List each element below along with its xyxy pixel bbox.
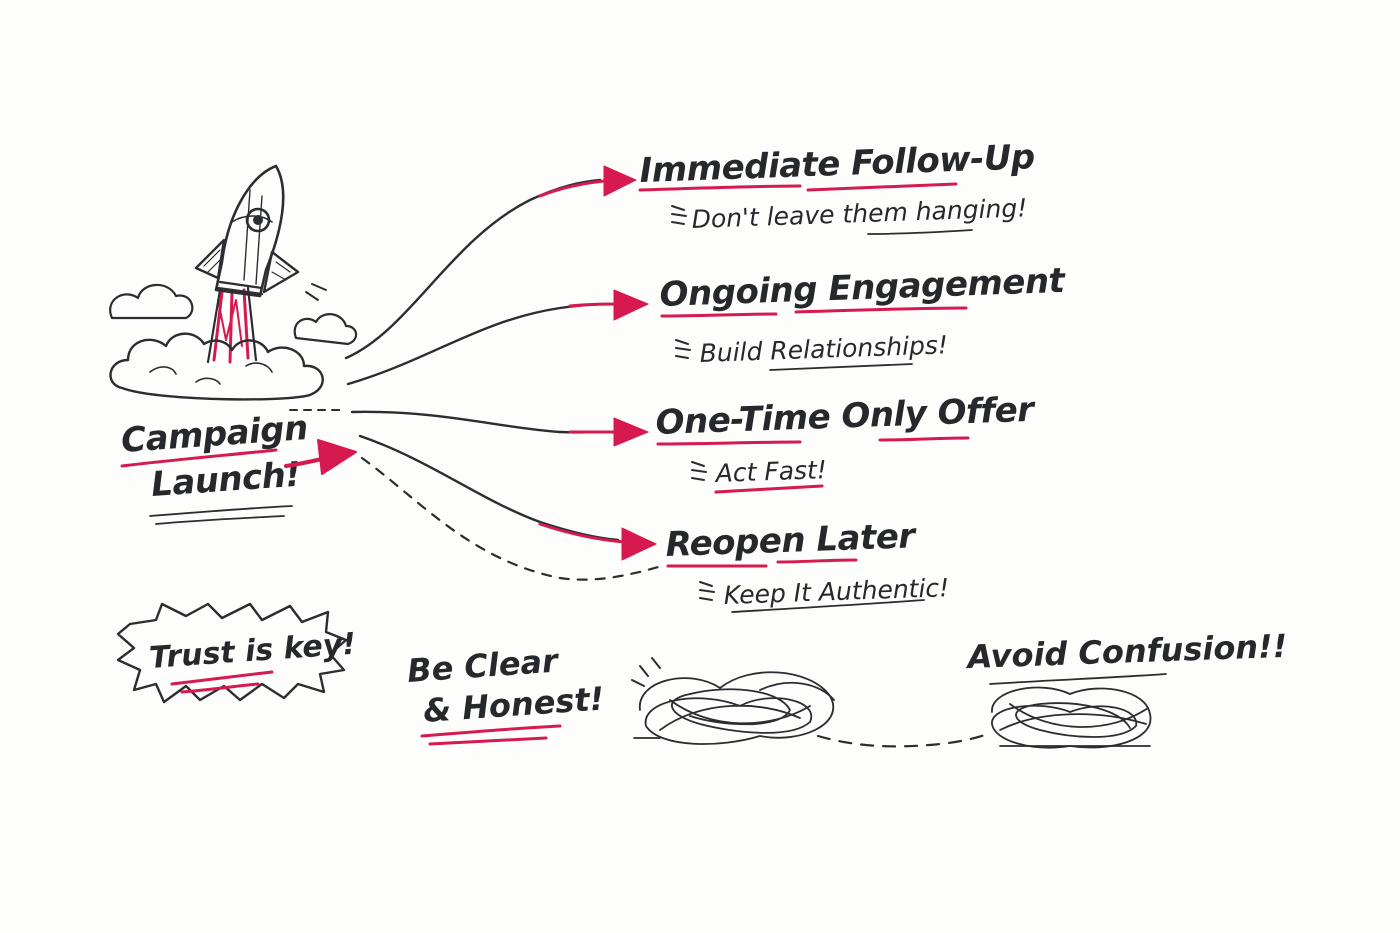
branch-subtitle: Keep It Authentic! <box>723 573 949 610</box>
rocket-launch-group <box>109 164 358 401</box>
cloud-icon <box>109 283 194 320</box>
cloud-icon <box>293 313 358 346</box>
clear-line1: Be Clear <box>406 641 561 690</box>
flame-icon <box>206 286 258 364</box>
branch-reopen-later: Reopen Later Keep It Authentic! <box>665 516 950 613</box>
launch-arrow-head <box>317 439 357 475</box>
branch-title: Immediate Follow-Up <box>639 137 1036 191</box>
branch-subtitle: Act Fast! <box>713 455 827 488</box>
smoke-cloud-icon <box>109 332 324 401</box>
branch-subtitle: Don't leave them hanging! <box>691 193 1027 234</box>
branch-immediate-follow-up: Immediate Follow-Up Don't leave them han… <box>638 137 1036 235</box>
arrow-head <box>621 527 657 561</box>
branch-subtitle: Build Relationships! <box>699 330 948 368</box>
starburst-icon <box>116 602 348 704</box>
branch-title: Ongoing Engagement <box>659 261 1067 315</box>
scribble-icon <box>631 657 835 745</box>
clear-honest-note: Be Clear & Honest! <box>406 641 605 746</box>
arrow-head <box>613 289 649 321</box>
launch-line1: Campaign <box>120 408 309 461</box>
branch-connectors <box>289 165 664 581</box>
arrow-head <box>603 165 637 197</box>
branch-ongoing-engagement: Ongoing Engagement Build Relationships! <box>659 261 1067 371</box>
branch-title: Reopen Later <box>665 516 918 565</box>
launch-line2: Launch! <box>150 455 302 505</box>
confusion-note: Avoid Confusion!! <box>631 627 1288 749</box>
campaign-launch-label: Campaign Launch! <box>120 408 357 525</box>
arrow-head <box>613 417 649 447</box>
trust-text: Trust is key! <box>148 627 357 676</box>
scribble-icon <box>991 686 1152 749</box>
rocket-icon <box>194 164 327 301</box>
branch-one-time-only-offer: One-Time Only Offer Act Fast! <box>655 390 1037 494</box>
trust-note: Trust is key! <box>116 602 357 704</box>
avoid-text: Avoid Confusion!! <box>964 627 1288 676</box>
branch-title: One-Time Only Offer <box>655 390 1037 443</box>
